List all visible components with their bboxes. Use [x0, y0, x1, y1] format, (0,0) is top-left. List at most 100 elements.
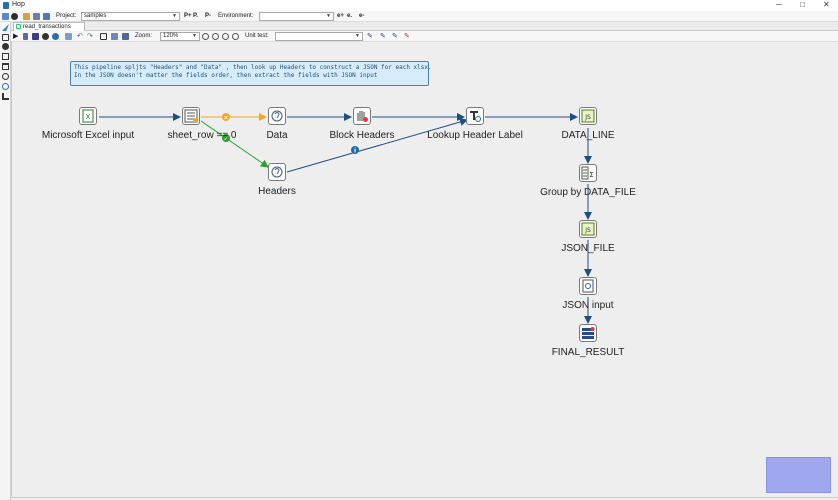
zoom-out-icon[interactable]: [202, 33, 209, 40]
transform-headers[interactable]: [268, 163, 286, 181]
distribute-icon[interactable]: [122, 33, 129, 40]
zoom-select[interactable]: 120% ▼: [160, 32, 200, 41]
js-icon: JS: [581, 222, 595, 236]
transform-json-file[interactable]: JS: [579, 220, 597, 238]
transform-filter-rows[interactable]: [182, 107, 200, 125]
hop-headers-to-lookup[interactable]: [286, 118, 468, 173]
title-bar: Hop ─ □ ✕: [0, 0, 838, 11]
transform-data[interactable]: [268, 107, 286, 125]
canvas-minimap[interactable]: [766, 457, 831, 493]
file-explorer-icon[interactable]: [2, 53, 9, 60]
project-edit-icon[interactable]: P.: [193, 13, 198, 19]
execution-icon[interactable]: [2, 43, 9, 50]
transform-label: Microsoft Excel input: [41, 130, 135, 141]
environment-delete-icon[interactable]: e-: [359, 13, 365, 19]
json-input-icon: [582, 279, 594, 293]
preview-icon[interactable]: [42, 33, 49, 40]
new-file-icon[interactable]: [2, 13, 9, 20]
zoom-value: 120%: [163, 33, 179, 39]
stop-icon[interactable]: [32, 33, 39, 40]
block-icon: [357, 111, 368, 122]
transform-block-headers[interactable]: [353, 107, 371, 125]
environment-label: Environment:: [218, 13, 254, 19]
detach-unit-test-icon[interactable]: ✎: [392, 33, 398, 40]
pause-icon[interactable]: [23, 33, 28, 40]
transform-label: Data: [266, 130, 288, 141]
close-button[interactable]: ✕: [823, 0, 830, 9]
false-hop-icon[interactable]: ×: [222, 113, 230, 122]
svg-text:i: i: [354, 148, 356, 155]
pipeline-toolbar: ▶ ↶ ↷ Zoom: 120% ▼ Unit test: ▼ ✎ ✎ ✎ ✎: [11, 31, 838, 42]
transform-final-result[interactable]: [579, 324, 597, 342]
new-unit-test-icon[interactable]: ✎: [367, 33, 373, 40]
maximize-button[interactable]: □: [800, 0, 805, 9]
transform-lookup-header-label[interactable]: [466, 107, 484, 125]
transform-label: DATA_LINE: [561, 130, 615, 141]
image-icon[interactable]: [100, 33, 107, 40]
delete-unit-test-icon[interactable]: ✎: [404, 33, 410, 40]
js-icon: JS: [581, 109, 595, 123]
search-icon[interactable]: [2, 73, 9, 80]
chevron-down-icon: ▼: [172, 13, 177, 19]
environment-select[interactable]: ▼: [259, 12, 334, 21]
zoom-label: Zoom:: [135, 33, 153, 39]
transform-label: JSON input: [562, 300, 614, 311]
metadata-icon[interactable]: [2, 34, 9, 41]
hop-filter-true-to-headers[interactable]: [200, 120, 269, 168]
zoom-fit-icon[interactable]: [232, 33, 239, 40]
svg-text:✓: ✓: [223, 136, 228, 143]
redo-icon[interactable]: ↷: [87, 33, 93, 40]
save-icon[interactable]: [33, 13, 40, 20]
transform-json-input[interactable]: [579, 277, 597, 295]
select-values-icon: [582, 327, 595, 339]
save-as-icon[interactable]: [43, 13, 50, 20]
project-select[interactable]: samples ▼: [81, 12, 180, 21]
filter-icon: [184, 109, 198, 123]
chevron-down-icon: ▼: [192, 33, 197, 39]
run-icon[interactable]: ▶: [13, 33, 19, 40]
tab-read-transactions[interactable]: read_transactions: [13, 22, 85, 31]
zoom-100-icon[interactable]: [222, 33, 229, 40]
configuration-icon[interactable]: [2, 83, 9, 90]
transform-label: JSON_FILE: [561, 243, 615, 254]
undo-icon[interactable]: ↶: [77, 33, 83, 40]
hops-layer: × ✓ i: [99, 113, 592, 324]
perspective-bar: [0, 22, 11, 500]
add-icon[interactable]: [11, 13, 18, 20]
project-add-icon[interactable]: P+: [184, 13, 192, 19]
check-icon[interactable]: [65, 33, 72, 40]
align-icon[interactable]: [111, 33, 118, 40]
transform-label: Block Headers: [329, 130, 395, 141]
excel-icon: X: [82, 109, 94, 123]
git-icon[interactable]: [2, 93, 9, 100]
script-icon: [271, 166, 283, 178]
environment-add-icon[interactable]: e+: [337, 13, 344, 19]
tab-label: read_transactions: [23, 24, 71, 30]
data-orchestration-icon[interactable]: [2, 24, 9, 31]
pipeline-note[interactable]: This pipeline spljts "Headers" and "Data…: [70, 61, 432, 86]
tab-strip: read_transactions: [11, 22, 838, 31]
edit-unit-test-icon[interactable]: ✎: [380, 33, 386, 40]
folder-icon[interactable]: [2, 63, 9, 70]
environment-edit-icon[interactable]: e.: [347, 13, 353, 19]
unit-test-label: Unit test:: [245, 33, 269, 39]
transform-group-by[interactable]: Σ: [579, 164, 597, 182]
svg-text:Σ: Σ: [589, 171, 593, 179]
transform-label: FINAL_RESULT: [551, 347, 625, 358]
transform-excel-input[interactable]: X: [79, 107, 97, 125]
zoom-in-icon[interactable]: [212, 33, 219, 40]
script-icon: [271, 110, 283, 122]
minimize-button[interactable]: ─: [776, 0, 782, 9]
group-by-icon: Σ: [581, 166, 594, 180]
debug-icon[interactable]: [52, 33, 59, 40]
open-folder-icon[interactable]: [23, 13, 30, 20]
transform-label: sheet_row == 0: [167, 130, 237, 141]
project-delete-icon[interactable]: P-: [205, 13, 211, 19]
pipeline-canvas[interactable]: This pipeline spljts "Headers" and "Data…: [11, 42, 838, 498]
transform-data-line[interactable]: JS: [579, 107, 597, 125]
window-title: Hop: [12, 1, 25, 8]
info-hop-icon[interactable]: i: [351, 146, 359, 155]
unit-test-select[interactable]: ▼: [275, 32, 363, 41]
true-hop-icon[interactable]: ✓: [222, 134, 230, 143]
svg-text:X: X: [86, 113, 91, 121]
